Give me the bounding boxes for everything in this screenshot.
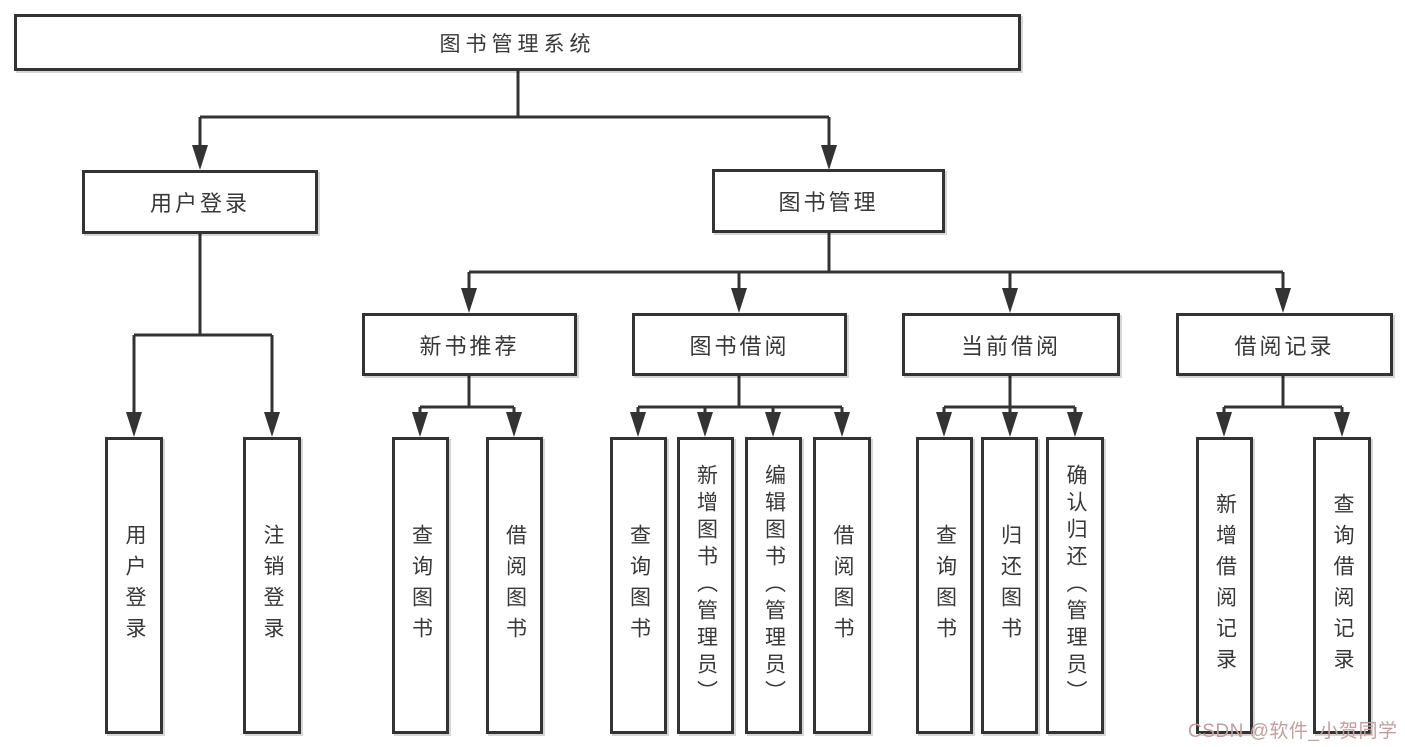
leaf-confirm-return-admin: 确认归还（管理员）	[1046, 437, 1104, 734]
connector-current-borrow-to-leaves	[936, 376, 1083, 437]
arrowhead	[264, 412, 280, 437]
leaf-return-book-label: 归还图书	[998, 523, 1022, 648]
arrowhead	[1334, 412, 1350, 437]
arrowhead	[630, 412, 646, 437]
leaf-add-borrow-record: 新增借阅记录	[1196, 437, 1253, 734]
leaf-add-borrow-record-label: 新增借阅记录	[1213, 492, 1237, 679]
leaf-confirm-return-admin-label: 确认归还（管理员）	[1064, 464, 1087, 707]
arrowhead	[731, 288, 747, 313]
node-book-management: 图书管理	[712, 169, 945, 233]
arrowhead	[461, 288, 477, 313]
arrowhead	[506, 412, 522, 437]
leaf-borrow-book: 借阅图书	[813, 437, 871, 734]
connector-book-mgmt-to-level3	[461, 233, 1291, 313]
leaf-user-login: 用户登录	[105, 437, 163, 734]
node-book-borrow-label: 图书借阅	[689, 333, 790, 359]
leaf-logout: 注销登录	[243, 437, 301, 734]
leaf-query-books-borrow: 查询图书	[610, 437, 667, 734]
leaf-query-books-newbooks: 查询图书	[392, 437, 449, 734]
node-new-book-recommend: 新书推荐	[362, 313, 577, 376]
leaf-query-borrow-record-label: 查询借阅记录	[1331, 492, 1354, 679]
arrowhead	[126, 412, 142, 437]
connector-root-to-level2	[192, 70, 837, 170]
leaf-logout-label: 注销登录	[261, 523, 284, 648]
leaf-query-books-current: 查询图书	[916, 437, 973, 734]
arrowhead	[765, 412, 781, 437]
leaf-edit-book-admin: 编辑图书（管理员）	[745, 437, 802, 734]
node-system-root-label: 图书管理系统	[439, 32, 596, 56]
node-system-root: 图书管理系统	[14, 14, 1021, 71]
arrowhead	[412, 412, 428, 437]
node-book-management-label: 图书管理	[778, 190, 879, 215]
connector-borrow-records-to-leaves	[1216, 376, 1350, 437]
arrowhead	[697, 412, 713, 437]
arrowhead	[834, 412, 850, 437]
leaf-edit-book-admin-label: 编辑图书（管理员）	[762, 464, 786, 707]
leaf-user-login-label: 用户登录	[123, 523, 146, 648]
leaf-return-book: 归还图书	[981, 437, 1038, 734]
leaf-query-books-newbooks-label: 查询图书	[409, 523, 433, 648]
node-current-borrow-label: 当前借阅	[960, 333, 1061, 359]
arrowhead	[1067, 412, 1083, 437]
leaf-borrow-books-newbooks-label: 借阅图书	[503, 523, 527, 648]
leaf-add-book-admin: 新增图书（管理员）	[677, 437, 734, 734]
csdn-watermark: CSDN @软件_小贺同学	[1188, 721, 1398, 742]
node-borrow-records: 借阅记录	[1176, 313, 1393, 376]
connector-book-borrow-to-leaves	[630, 376, 850, 437]
leaf-query-books-current-label: 查询图书	[933, 523, 957, 648]
leaf-borrow-books-newbooks: 借阅图书	[486, 437, 543, 734]
node-borrow-records-label: 借阅记录	[1234, 333, 1335, 359]
node-new-book-recommend-label: 新书推荐	[419, 333, 520, 359]
arrowhead	[1216, 412, 1232, 437]
node-current-borrow: 当前借阅	[902, 313, 1120, 376]
arrowhead	[1275, 288, 1291, 313]
leaf-query-books-borrow-label: 查询图书	[627, 523, 651, 648]
leaf-add-book-admin-label: 新增图书（管理员）	[694, 464, 718, 707]
node-user-login-label: 用户登录	[149, 191, 250, 216]
node-book-borrow: 图书借阅	[632, 313, 847, 376]
arrowhead	[936, 412, 952, 437]
arrowhead	[821, 145, 837, 170]
arrowhead	[192, 145, 208, 170]
arrowhead	[1002, 288, 1018, 313]
node-user-login: 用户登录	[82, 170, 318, 234]
arrowhead	[1002, 412, 1018, 437]
leaf-query-borrow-record: 查询借阅记录	[1313, 437, 1371, 734]
leaf-borrow-book-label: 借阅图书	[831, 523, 854, 648]
connector-user-login-to-leaves	[126, 234, 280, 437]
connector-new-books-to-leaves	[412, 376, 522, 437]
